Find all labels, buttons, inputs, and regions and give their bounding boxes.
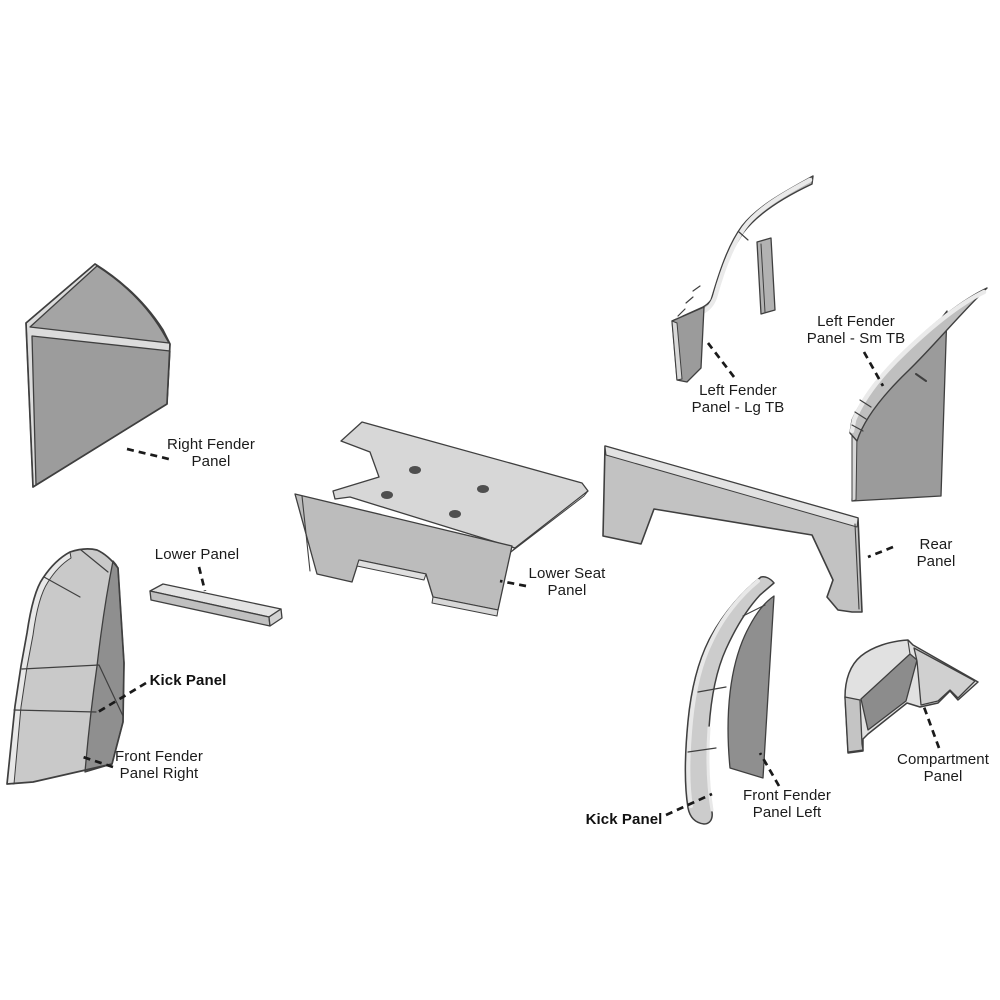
sm-tb-band-tick	[854, 411, 867, 420]
front-fender-right-seam-3	[13, 709, 97, 713]
leader-rear-panel	[867, 545, 894, 559]
lower-seat-hole	[477, 485, 489, 493]
compartment-panel-inner-web	[860, 653, 918, 731]
rear-panel-right-strip-line	[854, 523, 860, 610]
lg-tb-band-tick	[738, 231, 749, 241]
label-lower-panel: Lower Panel	[154, 546, 240, 563]
front-fender-left-inner-highlight	[706, 726, 714, 812]
front-fender-panel-right-part	[6, 548, 125, 785]
lower-seat-hole	[409, 466, 421, 474]
label-kick-panel-right: Kick Panel	[585, 811, 663, 828]
left-fender-panel-sm-tb-part	[849, 287, 988, 502]
leader-lines	[82, 342, 941, 817]
front-fender-right-seam-1	[43, 576, 81, 598]
label-lower-seat-panel: Lower Seat Panel	[528, 565, 606, 599]
leader-right-fender-panel	[126, 447, 174, 462]
leader-lower-panel	[197, 566, 207, 592]
lower-seat-hole	[449, 510, 461, 518]
label-rear-panel: Rear Panel	[916, 536, 956, 570]
right-fender-panel-part	[25, 263, 171, 488]
lower-seat-apron-bottom-strip	[431, 596, 499, 617]
kick-panel-right-side-seam	[21, 664, 124, 717]
sm-tb-band-tick	[851, 424, 864, 432]
right-fender-panel-front-face	[31, 335, 171, 486]
lg-tb-post	[756, 237, 776, 315]
lg-tb-curved-band	[671, 175, 814, 322]
front-fender-left-seam-2	[697, 686, 727, 693]
rear-panel-top-strip	[604, 445, 859, 528]
lower-seat-apron-notch-strip	[356, 559, 427, 581]
front-fender-right-outline	[6, 548, 125, 785]
label-left-fender-panel-sm-tb: Left Fender Panel - Sm TB	[806, 313, 906, 347]
label-compartment-panel: Compartment Panel	[897, 751, 989, 785]
leader-front-fender-panel-left	[758, 752, 781, 787]
sm-tb-slab-mark	[915, 373, 927, 382]
compartment-panel-left-wall	[844, 696, 864, 753]
left-fender-panel-lg-tb-part	[671, 175, 814, 383]
front-fender-left-seam-3	[687, 747, 717, 753]
leader-front-fender-panel-right	[82, 755, 114, 769]
leader-left-fender-panel-lg-tb	[706, 342, 736, 378]
leader-kick-panel-left	[97, 681, 147, 714]
lower-panel-end-face	[268, 608, 283, 627]
lower-panel-part	[149, 583, 283, 627]
rear-panel-part	[602, 445, 863, 613]
compartment-panel-corner-line	[907, 640, 911, 655]
compartment-panel-right-wing	[913, 647, 976, 706]
lg-tb-band-highlight	[675, 177, 813, 322]
lg-tb-band-tick	[685, 296, 694, 304]
leader-kick-panel-right	[665, 792, 713, 817]
label-front-fender-panel-right: Front Fender Panel Right	[115, 748, 203, 782]
lower-seat-apron-fold-line	[301, 495, 311, 572]
leader-left-fender-panel-sm-tb	[862, 351, 885, 387]
front-fender-right-seam-2	[80, 549, 109, 573]
lg-tb-post-edge-line	[760, 243, 766, 313]
compartment-panel-part	[844, 639, 979, 754]
rear-panel-face	[602, 445, 863, 613]
label-right-fender-panel: Right Fender Panel	[167, 436, 255, 470]
front-fender-panel-left-part	[684, 576, 775, 825]
lg-tb-slab-edge-strip	[671, 320, 683, 381]
label-left-fender-panel-lg-tb: Left Fender Panel - Lg TB	[691, 382, 785, 416]
sm-tb-slab-edge-strip	[851, 431, 858, 502]
lower-seat-top-slab	[332, 421, 589, 549]
lg-tb-band-tick	[692, 285, 701, 292]
front-fender-left-edge-highlight	[686, 579, 760, 808]
label-front-fender-panel-left: Front Fender Panel Left	[743, 787, 831, 821]
front-fender-left-seam-1	[742, 604, 766, 617]
lower-seat-hole	[381, 491, 393, 499]
leader-lower-seat-panel	[499, 579, 527, 588]
label-kick-panel-left: Kick Panel	[149, 672, 227, 689]
right-fender-panel-outline	[25, 263, 171, 488]
lg-tb-band-tick	[677, 308, 686, 317]
lower-seat-panel-part	[294, 421, 589, 617]
sm-tb-band-tick	[859, 399, 872, 408]
sm-tb-band-highlight	[849, 289, 987, 434]
leader-compartment-panel	[922, 706, 941, 749]
